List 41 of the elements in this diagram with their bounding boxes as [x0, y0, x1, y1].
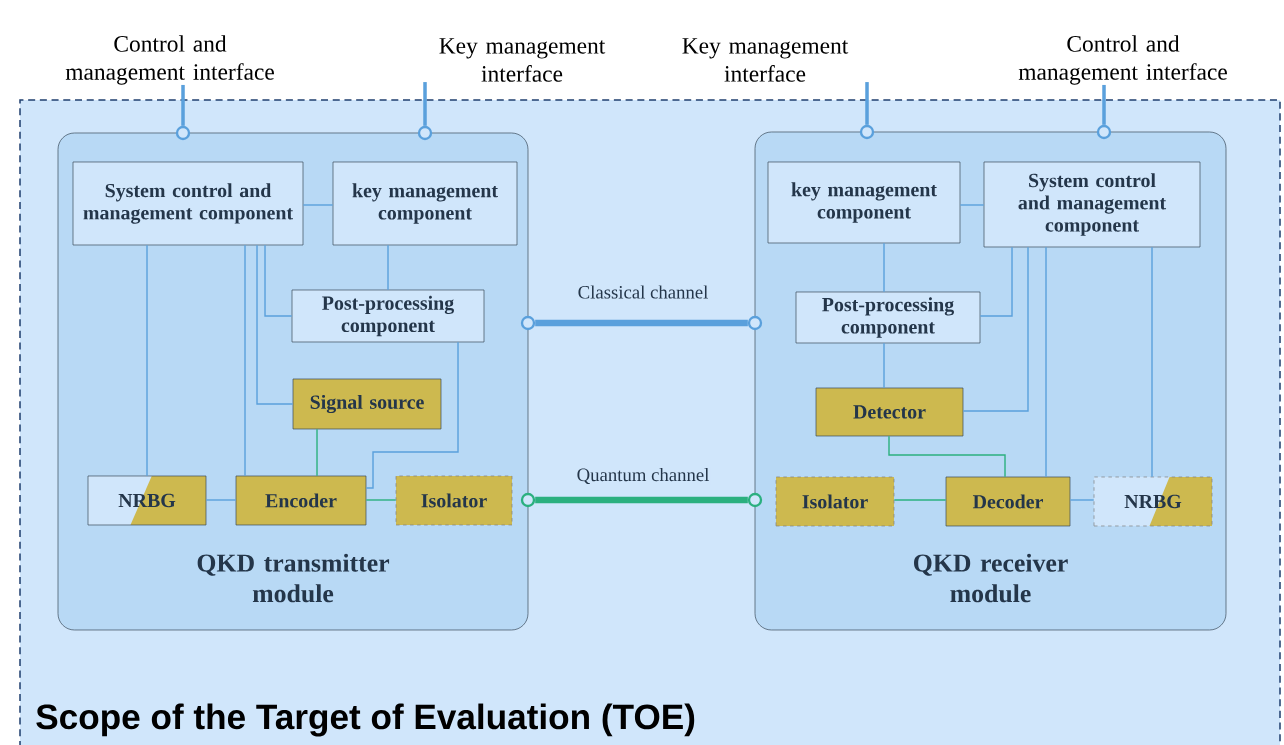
- connector-line: [962, 246, 1029, 412]
- interface-line: [181, 84, 185, 126]
- connector-line: [979, 246, 1013, 317]
- interface-label: Control and management interface: [65, 35, 274, 85]
- component-box: Encoder: [235, 475, 367, 526]
- interface-line: [865, 82, 869, 125]
- component-box: Post-processing component: [291, 289, 485, 343]
- isolator-box: Isolator: [775, 476, 895, 527]
- connector-line: [888, 435, 1006, 478]
- connector-line: [1045, 246, 1047, 478]
- component-box: Decoder: [945, 476, 1071, 527]
- connector-line: [205, 499, 237, 501]
- connector-line: [883, 342, 885, 389]
- connector-line: [883, 242, 885, 293]
- interface-line: [1102, 84, 1106, 125]
- component-box: key management component: [332, 161, 518, 246]
- edge-label: Classical channel: [576, 284, 710, 300]
- connector-line: [365, 341, 459, 489]
- component-box: Signal source: [292, 378, 442, 430]
- connector-line: [365, 499, 397, 501]
- connector-line: [893, 499, 947, 501]
- connector-line: [1151, 246, 1153, 478]
- connector-line: [146, 244, 148, 477]
- connector-line: [302, 204, 334, 206]
- connector-line: [264, 244, 293, 317]
- interface-label: Control and management interface: [1018, 35, 1227, 85]
- component-box: System control and management component: [983, 161, 1201, 248]
- component-box: Post-processing component: [795, 291, 981, 344]
- component-box: key management component: [767, 161, 961, 244]
- connector-line: [316, 428, 318, 477]
- interface-label: Key management interface: [439, 38, 606, 82]
- component-box: System control and management component: [72, 161, 304, 246]
- isolator-box: Isolator: [395, 475, 513, 526]
- connector-line: [244, 244, 246, 477]
- component-box: Detector: [815, 387, 964, 437]
- connector-line: [387, 244, 389, 291]
- interface-label: Key management interface: [682, 38, 849, 82]
- connector-line: [959, 204, 985, 206]
- interface-line: [423, 82, 427, 126]
- connector-line: [1069, 499, 1095, 501]
- connector-line: [256, 244, 294, 405]
